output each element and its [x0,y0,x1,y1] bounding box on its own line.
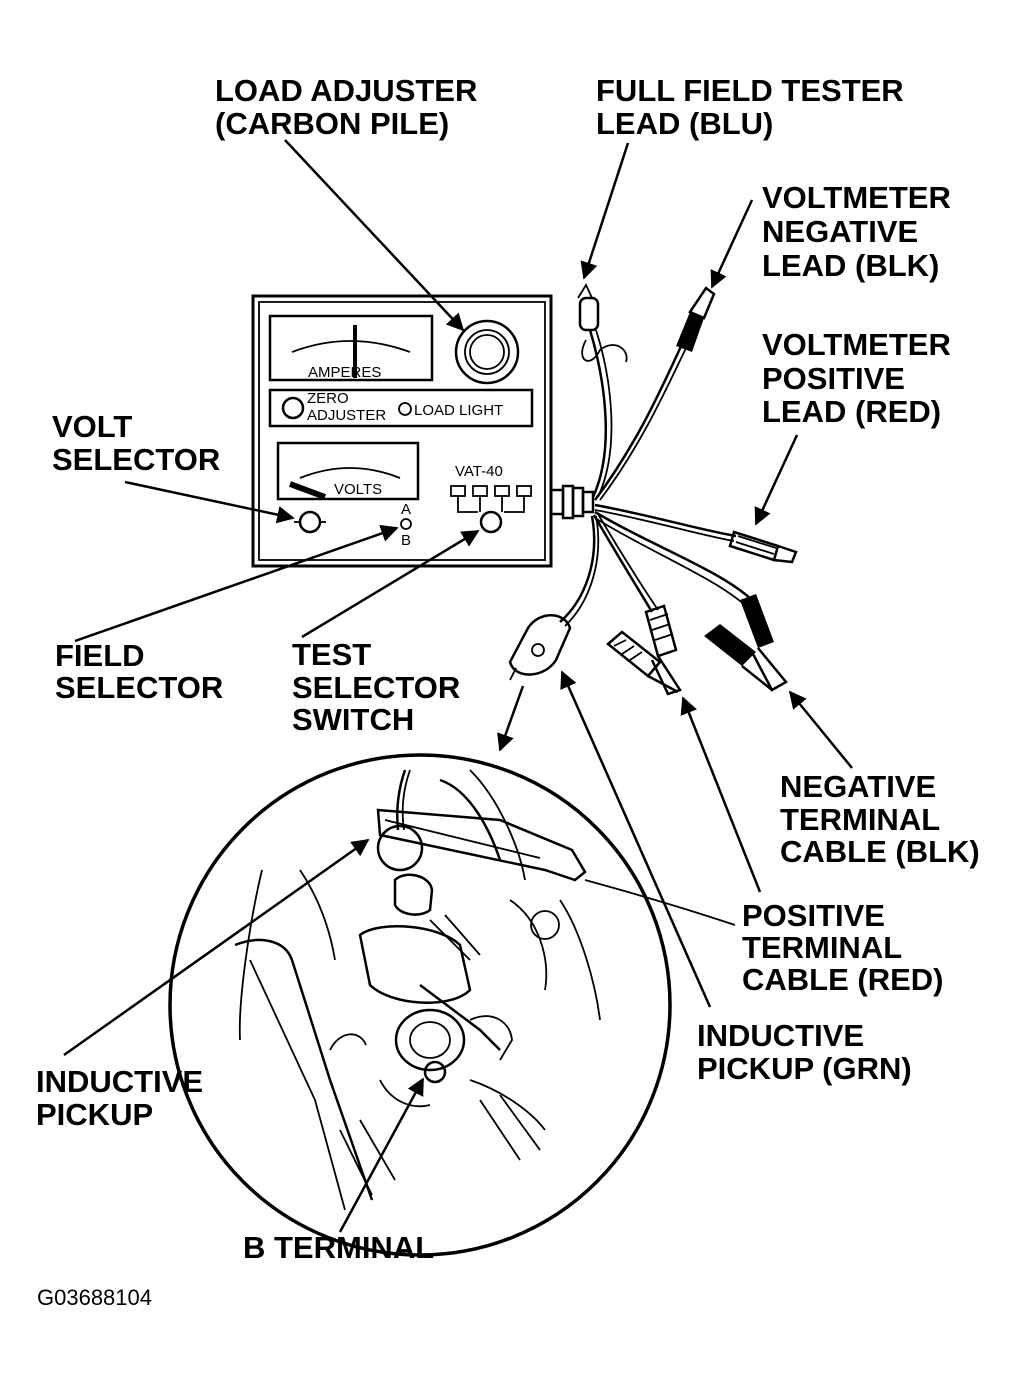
label-negative-terminal-3: CABLE (BLK) [780,834,980,869]
leader-field-selector [74,524,399,643]
leader-full-field [580,142,630,280]
leader-vm-negative [710,199,754,289]
voltmeter-label: VOLTS [334,481,382,498]
tester-unit: AMPERES ZERO ADJUSTER LOAD LIGHT VOLTS V… [251,294,595,568]
tester-case [251,294,553,568]
b-terminal [423,1060,447,1084]
test-selector-knob[interactable] [479,510,503,534]
leader-load-adjuster [284,139,465,332]
load-light-icon [398,402,412,416]
detail-circle [168,753,672,1257]
label-inductive-grn-1: INDUCTIVE [697,1018,864,1053]
label-inductive-2: PICKUP [36,1097,153,1132]
label-load-adjuster-1: LOAD ADJUSTER [215,73,477,108]
label-vm-positive-2: POSITIVE [762,361,905,396]
callout-labels: LOAD ADJUSTER (CARBON PILE) FULL FIELD T… [36,73,980,1310]
model-label: VAT-40 [455,463,503,480]
label-volt-selector-1: VOLT [52,409,132,444]
label-vm-negative-3: LEAD (BLK) [762,248,939,283]
full-field-clip [577,283,628,363]
label-load-adjuster-2: (CARBON PILE) [215,106,449,141]
leader-negative-terminal [788,690,853,769]
voltmeter: VOLTS [276,441,420,501]
label-negative-terminal-1: NEGATIVE [780,769,936,804]
zero-label: ZERO [307,390,349,407]
label-positive-terminal-1: POSITIVE [742,898,885,933]
load-light-label: LOAD LIGHT [414,402,503,419]
volt-selector-knob[interactable] [294,510,326,534]
adjuster-label: ADJUSTER [307,407,386,424]
b-terminal-assembly [329,873,560,1196]
label-vm-positive-3: LEAD (RED) [762,394,941,429]
leader-lines [63,139,853,1233]
label-vm-negative-1: VOLTMETER [762,180,951,215]
label-inductive-grn-2: PICKUP (GRN) [697,1051,912,1086]
ammeter-label: AMPERES [308,364,381,381]
zero-adjuster-knob[interactable] [281,396,305,420]
voltmeter-negative-clip [676,286,716,352]
leader-positive-terminal [680,696,762,893]
leader-vm-positive [754,434,799,526]
label-test-selector-1: TEST [292,637,371,672]
label-full-field-2: LEAD (BLU) [596,106,773,141]
label-volt-selector-2: SELECTOR [52,442,220,477]
negative-terminal-clip [704,594,788,692]
label-full-field-1: FULL FIELD TESTER [596,73,904,108]
test-selector-block [450,485,532,534]
field-a-label: A [401,501,411,518]
leader-inductive [63,838,370,1057]
label-field-selector-2: SELECTOR [55,670,223,705]
field-selector[interactable]: A B [400,501,412,549]
field-b-label: B [401,532,411,549]
label-field-selector-1: FIELD [55,638,145,673]
figure-code: G03688104 [37,1285,152,1310]
cables [508,283,798,696]
ammeter: AMPERES [268,314,434,382]
positive-terminal-clip [606,604,682,696]
label-b-terminal: B TERMINAL [243,1230,434,1265]
label-positive-terminal-3: CABLE (RED) [742,962,944,997]
cable-connector [549,484,595,520]
leader-inductive-grn [560,670,712,1008]
label-vm-positive-1: VOLTMETER [762,327,951,362]
leader-b-terminal [338,1077,425,1233]
zero-adjuster-panel: ZERO ADJUSTER LOAD LIGHT [268,388,534,428]
label-test-selector-3: SWITCH [292,702,414,737]
detail-view [168,753,736,1257]
inductive-pickup-clamp [508,614,572,681]
voltmeter-needle [288,481,327,500]
label-negative-terminal-2: TERMINAL [780,802,940,837]
label-positive-terminal-2: TERMINAL [742,930,902,965]
voltmeter-positive-clip [728,530,798,564]
label-vm-negative-2: NEGATIVE [762,214,918,249]
leader-test-selector [301,529,480,639]
pickup-clamp-body [376,808,587,882]
leader-pickup-to-detail [497,685,525,752]
leader-volt-selector [124,480,295,524]
label-test-selector-2: SELECTOR [292,670,460,705]
label-inductive-1: INDUCTIVE [36,1064,203,1099]
load-adjuster-knob[interactable] [454,319,520,385]
